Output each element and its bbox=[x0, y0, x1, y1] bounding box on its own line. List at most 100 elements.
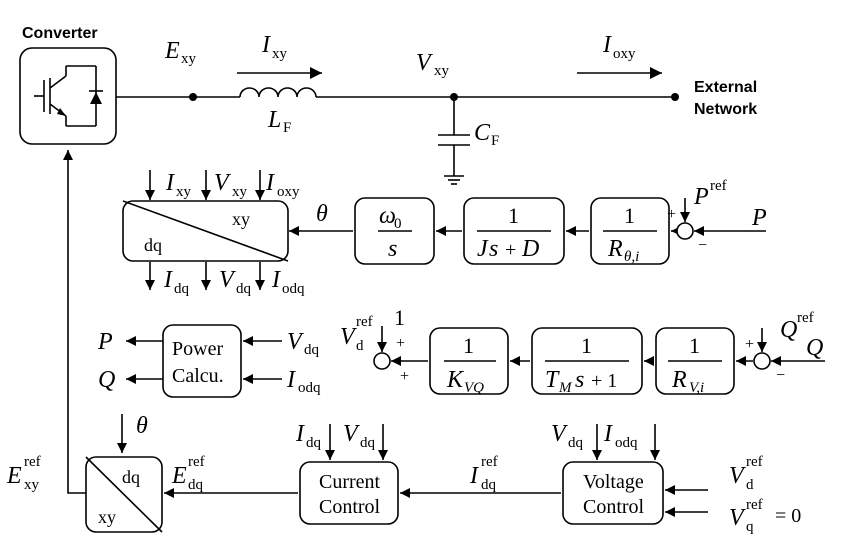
svg-text:xy: xy bbox=[232, 209, 250, 229]
plus-sign-p: + bbox=[667, 206, 676, 223]
converter-block bbox=[19, 47, 117, 145]
inductor-icon bbox=[239, 87, 317, 98]
svg-text:q: q bbox=[746, 519, 754, 535]
integrator-block: ω 0 s bbox=[354, 197, 435, 265]
svg-text:+: + bbox=[505, 239, 516, 261]
kvq-block: 1 K VQ bbox=[429, 327, 509, 396]
svg-text:dq: dq bbox=[481, 477, 497, 493]
svg-text:s: s bbox=[388, 236, 397, 262]
svg-text:odq: odq bbox=[615, 435, 638, 451]
theta-label-1: θ bbox=[316, 201, 328, 227]
svg-text:F: F bbox=[283, 120, 291, 136]
svg-text:M: M bbox=[558, 380, 573, 396]
svg-text:1: 1 bbox=[463, 333, 474, 358]
svg-text:VQ: VQ bbox=[464, 380, 484, 396]
svg-text:oxy: oxy bbox=[277, 184, 300, 200]
svg-text:K: K bbox=[446, 367, 465, 393]
svg-text:E: E bbox=[164, 38, 180, 64]
svg-text:1: 1 bbox=[689, 333, 700, 358]
svg-text:F: F bbox=[491, 133, 499, 149]
svg-text:Control: Control bbox=[583, 496, 645, 518]
svg-text:odq: odq bbox=[298, 380, 321, 396]
svg-text:ref: ref bbox=[481, 454, 498, 470]
svg-text:I: I bbox=[469, 463, 479, 489]
svg-text:ref: ref bbox=[24, 454, 41, 470]
svg-text:V: V bbox=[551, 421, 568, 447]
tm-filter-block: 1 T M s + 1 bbox=[531, 327, 643, 396]
plus-sign-v2: + bbox=[400, 368, 409, 385]
svg-text:xy: xy bbox=[24, 477, 40, 493]
svg-text:Q: Q bbox=[780, 317, 797, 343]
svg-text:s: s bbox=[575, 367, 584, 393]
svg-text:xy: xy bbox=[434, 63, 450, 79]
svg-text:dq: dq bbox=[306, 435, 322, 451]
svg-text:xy: xy bbox=[272, 46, 288, 62]
dq-xy-transform-block: dq xy bbox=[85, 456, 163, 533]
svg-text:Voltage: Voltage bbox=[583, 471, 644, 493]
ground-icon bbox=[444, 175, 464, 185]
svg-text:ref: ref bbox=[746, 497, 763, 513]
power-calc-Q-output: Q bbox=[98, 367, 115, 393]
svg-text:I: I bbox=[265, 170, 275, 196]
svg-text:J: J bbox=[477, 236, 489, 262]
minus-sign-p: − bbox=[698, 237, 707, 254]
svg-text:I: I bbox=[261, 32, 271, 58]
droop-p-block: 1 R θ,i bbox=[590, 197, 670, 265]
svg-text:xy: xy bbox=[181, 51, 197, 67]
svg-text:dq: dq bbox=[236, 281, 252, 297]
summing-junction-v bbox=[373, 352, 391, 370]
label-P-input: P bbox=[751, 205, 767, 231]
svg-text:θ,i: θ,i bbox=[624, 249, 639, 265]
svg-text:xy: xy bbox=[232, 184, 248, 200]
svg-text:V: V bbox=[340, 324, 357, 350]
svg-text:ref: ref bbox=[188, 454, 205, 470]
droop-q-block: 1 R V,i bbox=[655, 327, 735, 396]
svg-text:ref: ref bbox=[797, 310, 814, 326]
external-network-label-2: Network bbox=[694, 101, 757, 118]
one-input-label: 1 bbox=[394, 305, 405, 330]
svg-text:dq: dq bbox=[568, 435, 584, 451]
svg-text:dq: dq bbox=[122, 467, 140, 487]
diode-icon bbox=[90, 92, 102, 104]
svg-text:dq: dq bbox=[144, 235, 162, 255]
svg-text:V: V bbox=[416, 50, 433, 76]
svg-text:I: I bbox=[602, 32, 612, 58]
power-calc-P-output: P bbox=[97, 329, 113, 355]
svg-text:ref: ref bbox=[356, 314, 373, 330]
svg-text:R: R bbox=[671, 367, 687, 393]
svg-text:E: E bbox=[171, 463, 187, 489]
svg-text:odq: odq bbox=[282, 281, 305, 297]
svg-text:s: s bbox=[489, 236, 498, 262]
svg-text:E: E bbox=[6, 463, 22, 489]
plus-sign-q: + bbox=[745, 336, 754, 353]
svg-text:1: 1 bbox=[581, 333, 592, 358]
svg-text:dq: dq bbox=[188, 477, 204, 493]
svg-text:P: P bbox=[693, 184, 709, 210]
svg-text:V: V bbox=[287, 329, 304, 355]
converter-label: Converter bbox=[22, 25, 98, 42]
svg-text:V,i: V,i bbox=[689, 380, 704, 396]
label-Q-input: Q bbox=[806, 335, 823, 361]
svg-text:1: 1 bbox=[624, 203, 635, 228]
svg-text:dq: dq bbox=[174, 281, 190, 297]
summing-junction-p bbox=[676, 222, 694, 240]
svg-text:I: I bbox=[295, 421, 305, 447]
